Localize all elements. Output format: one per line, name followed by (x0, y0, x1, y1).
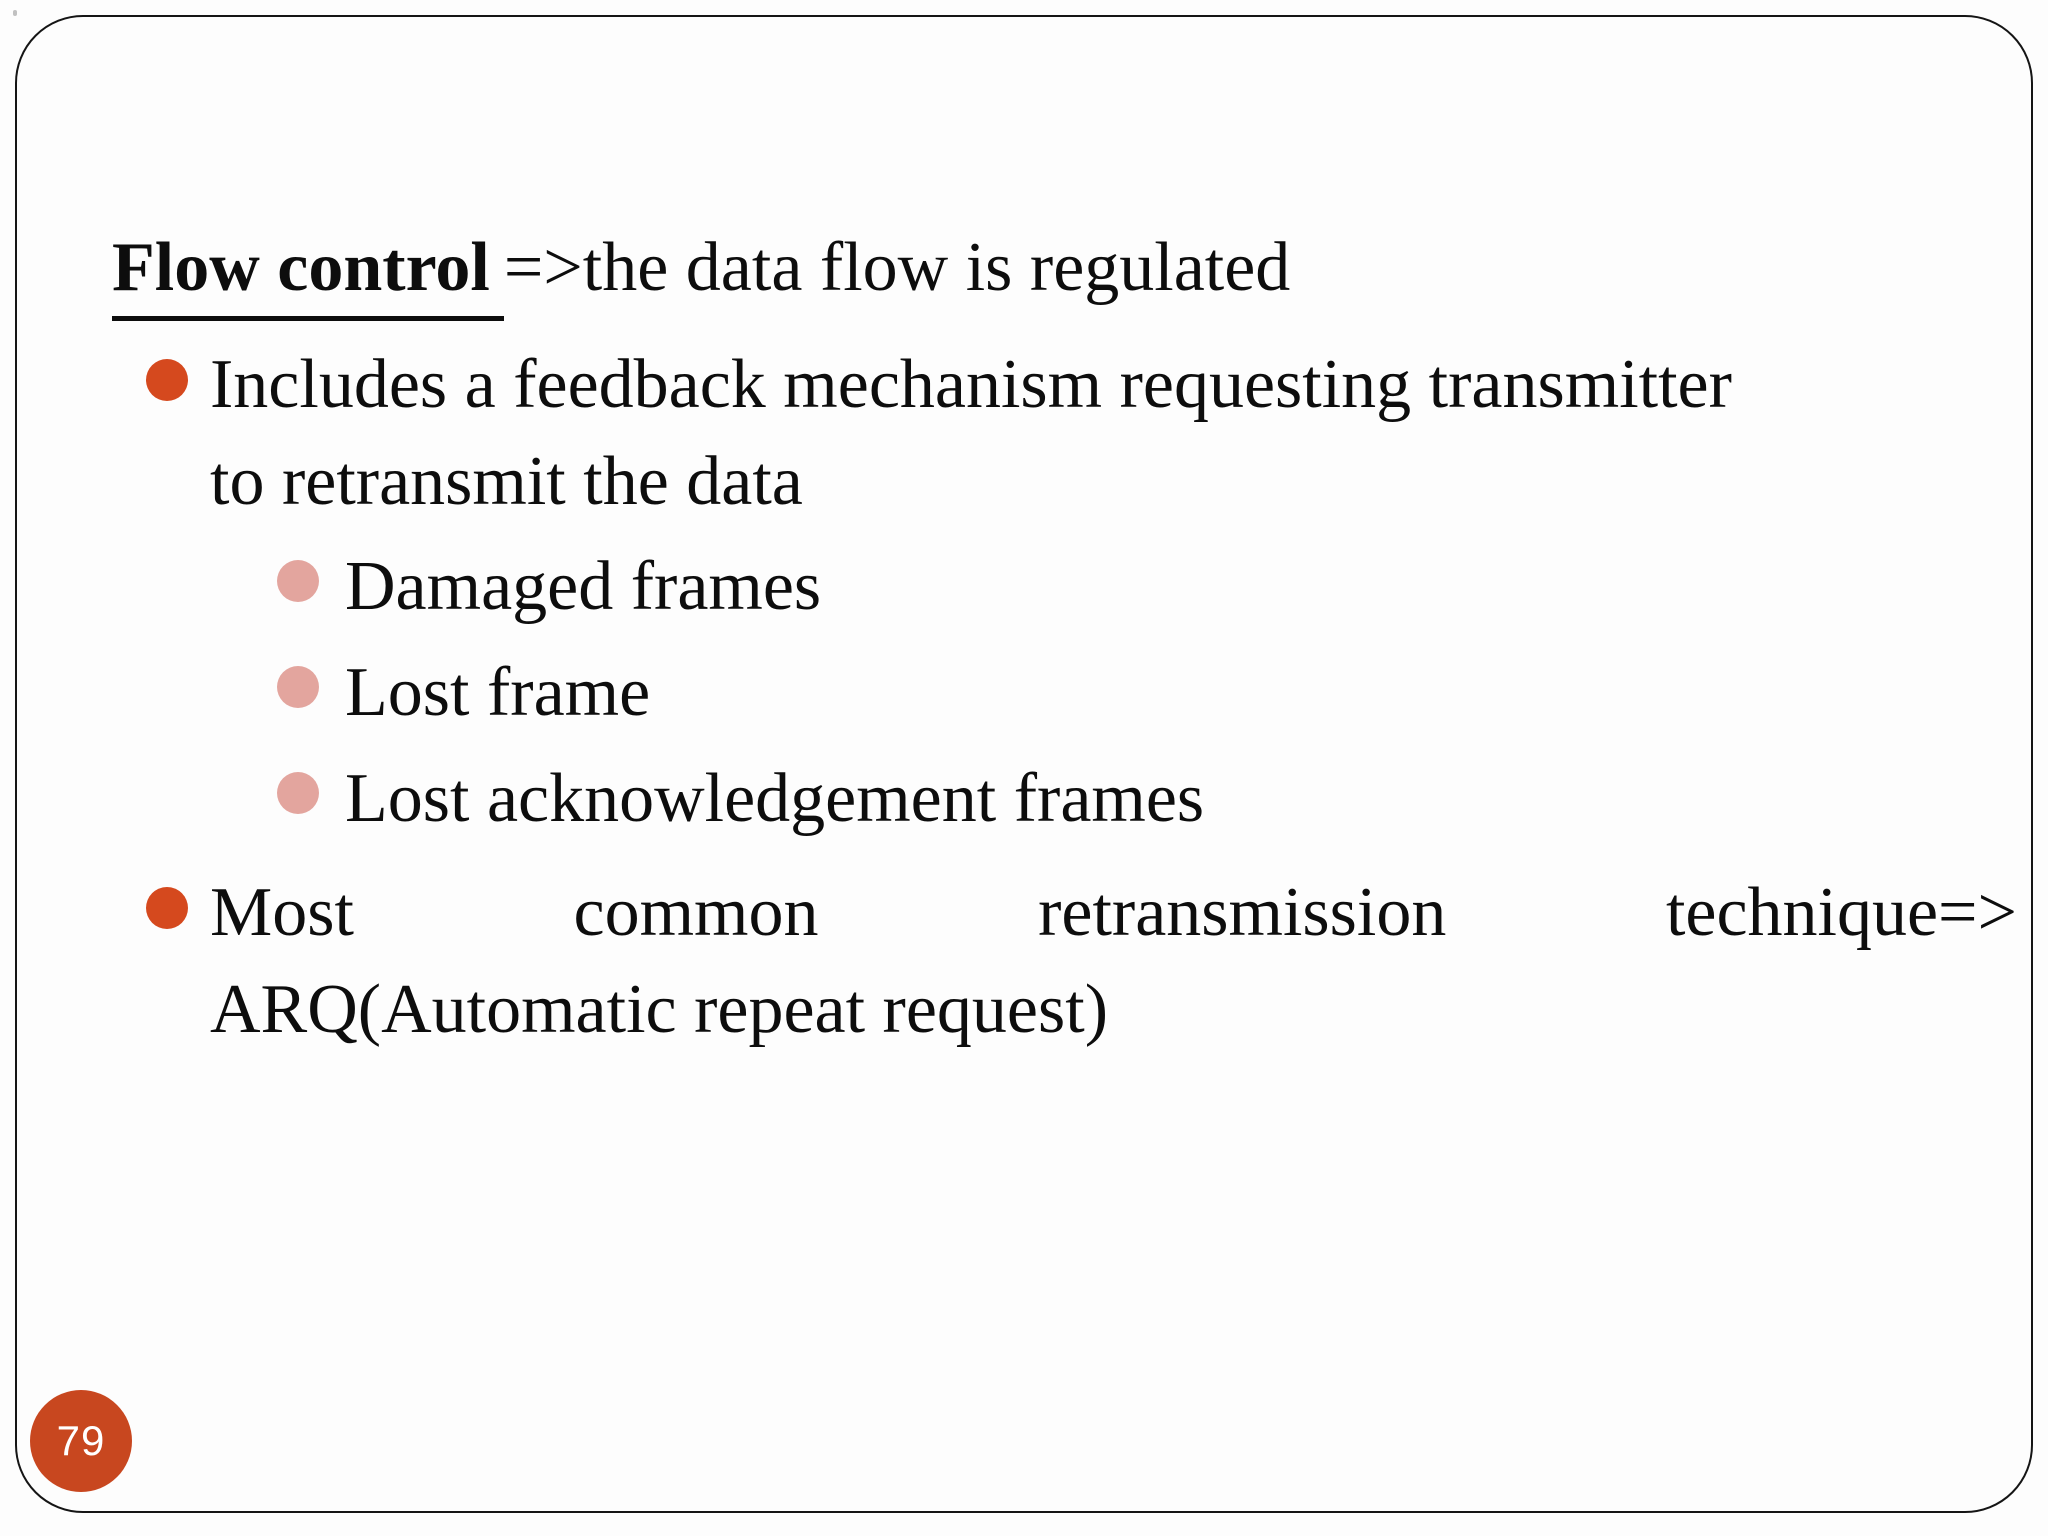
bullet-item: Lost acknowledgement frames (112, 750, 2017, 847)
slide-title: Flow control =>the data flow is regulate… (112, 219, 2017, 321)
bullet-item: Damaged frames (112, 538, 2017, 635)
title-emphasis: Flow control (112, 219, 504, 321)
level2-bullet-icon (277, 560, 319, 602)
bullet-line: Lost frame (345, 654, 651, 731)
bullet-line: Most common retransmission technique=> (210, 874, 2017, 951)
artifact-speck (13, 10, 17, 16)
bullet-line: ARQ(Automatic repeat request) (210, 971, 1109, 1048)
bullet-item: Most common retransmission technique=> A… (112, 864, 2017, 1058)
title-rest: =>the data flow is regulated (503, 229, 1291, 306)
bullet-line: Damaged frames (345, 548, 822, 625)
level2-bullet-icon (277, 772, 319, 814)
slide-border: Flow control =>the data flow is regulate… (15, 15, 2033, 1513)
bullet-list: Includes a feedback mechanism requesting… (112, 336, 2017, 1058)
level1-bullet-icon (146, 887, 188, 929)
page-number: 79 (56, 1417, 106, 1464)
level1-bullet-icon (146, 359, 188, 401)
page-number-badge: 79 (30, 1390, 132, 1492)
bullet-item: Lost frame (112, 644, 2017, 741)
slide-content: Flow control =>the data flow is regulate… (112, 17, 2017, 1058)
bullet-line: to retransmit the data (210, 443, 803, 520)
level2-bullet-icon (277, 666, 319, 708)
bullet-line: Includes a feedback mechanism requesting… (210, 346, 1732, 423)
bullet-item: Includes a feedback mechanism requesting… (112, 336, 2017, 530)
bullet-line: Lost acknowledgement frames (345, 760, 1205, 837)
